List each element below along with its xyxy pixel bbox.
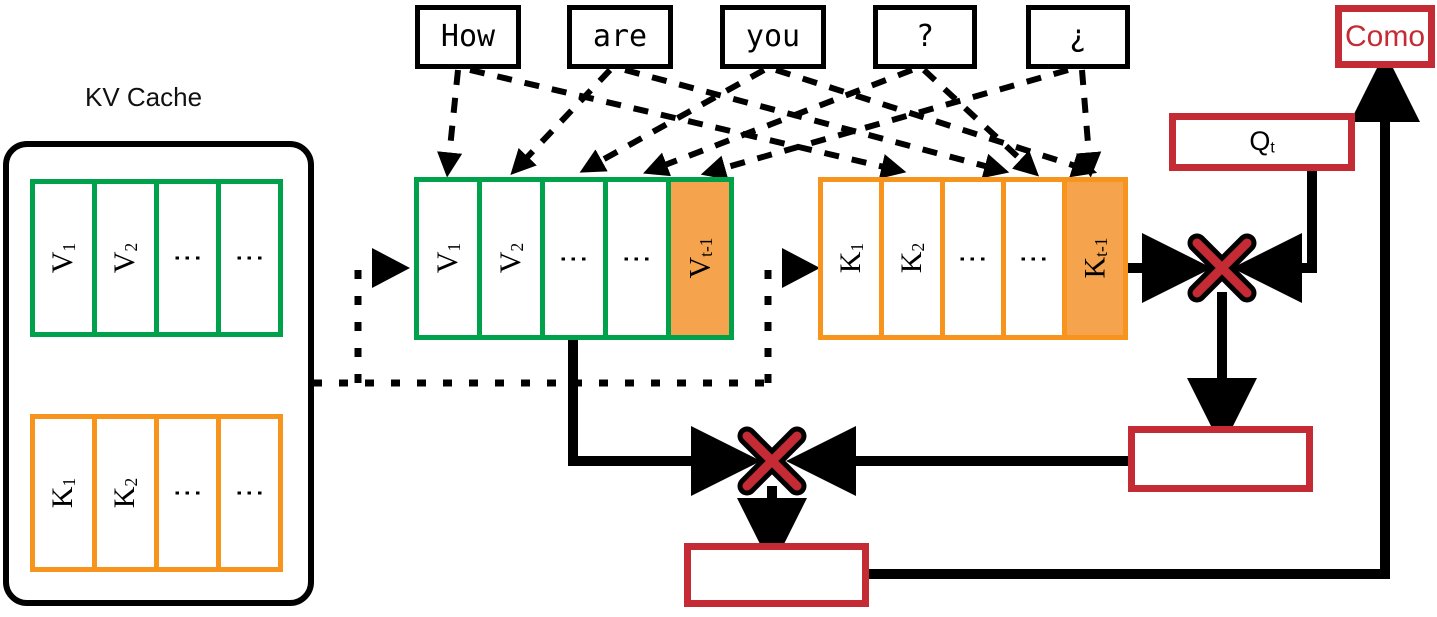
token-label: How (440, 19, 496, 54)
value-array-cell-3[interactable]: ⋮ (545, 182, 608, 335)
value-array-cell-4[interactable]: ⋮ (608, 182, 671, 335)
token-box-are[interactable]: are (567, 5, 673, 69)
value-array: V1 V2 ⋮ ⋮ Vt-1 (414, 177, 734, 340)
cell-label: ⋮ (232, 243, 266, 273)
cell-label: ⋮ (557, 243, 590, 274)
cell-label: ⋮ (232, 478, 266, 508)
key-array-cell-2[interactable]: K2 (884, 182, 945, 335)
kv-cache-value-cell[interactable]: ⋮ (221, 184, 278, 332)
cache-feedback-dotted-path (313, 268, 772, 387)
kv-cache-value-row: V1 V2 ⋮ ⋮ (30, 179, 283, 337)
attention-scores-box[interactable] (1128, 426, 1313, 492)
cell-label: ⋮ (956, 243, 989, 274)
context-vector-box[interactable] (684, 543, 869, 607)
cell-label: Kt-1 (1077, 237, 1111, 279)
query-label: Qt (1249, 126, 1275, 157)
output-token-box[interactable]: Como (1335, 5, 1435, 68)
cell-label: Vt-1 (682, 237, 716, 279)
token-box-you[interactable]: you (720, 5, 826, 69)
cell-label: K2 (108, 477, 142, 509)
key-array-cell-3[interactable]: ⋮ (945, 182, 1006, 335)
kv-cache-value-cell[interactable]: V1 (35, 184, 97, 332)
token-label: ? (915, 19, 935, 54)
cell-label: V2 (108, 242, 142, 274)
token-box-inverted-qmark[interactable]: ¿ (1026, 5, 1130, 69)
cell-label: V2 (493, 243, 527, 274)
query-box[interactable]: Qt (1169, 113, 1355, 171)
cell-label: V1 (430, 243, 464, 274)
cache-feedback-arrowheads (372, 248, 820, 288)
arrowhead-into-k-array (782, 248, 820, 288)
cell-label: ⋮ (620, 243, 653, 274)
value-array-cell-2[interactable]: V2 (482, 182, 545, 335)
output-token-label: Como (1344, 19, 1426, 53)
kv-cache-key-row: K1 K2 ⋮ ⋮ (30, 414, 283, 572)
cell-label: K1 (46, 477, 80, 509)
av-multiply-node (737, 426, 807, 496)
token-label: are (592, 19, 648, 54)
cell-label: ⋮ (170, 243, 204, 273)
kv-cache-title: KV Cache (85, 82, 203, 112)
cell-label: V1 (46, 242, 80, 274)
q-to-qk-multiply (1232, 171, 1317, 303)
kv-cache-key-cell[interactable]: ⋮ (221, 419, 278, 567)
token-label: you (745, 19, 801, 54)
v-to-av-multiply (568, 340, 761, 496)
cell-label: K1 (833, 243, 867, 274)
kv-cache-value-cell[interactable]: V2 (97, 184, 159, 332)
cell-label: ⋮ (170, 478, 204, 508)
arrowhead-into-v-array (372, 248, 410, 288)
cell-label: ⋮ (1017, 243, 1050, 274)
qk-multiply-node (1187, 233, 1257, 303)
kv-cache-key-cell[interactable]: ⋮ (159, 419, 221, 567)
kv-cache-value-cell[interactable]: ⋮ (159, 184, 221, 332)
key-array-cell-4[interactable]: ⋮ (1006, 182, 1067, 335)
value-array-cell-1[interactable]: V1 (419, 182, 482, 335)
key-array: K1 K2 ⋮ ⋮ Kt-1 (818, 177, 1128, 340)
kv-cache-key-cell[interactable]: K1 (35, 419, 97, 567)
token-label: ¿ (1068, 19, 1088, 54)
token-box-qmark[interactable]: ? (873, 5, 977, 69)
token-to-cache-dashed-arrows (437, 67, 1102, 180)
cell-label: K2 (894, 243, 928, 274)
context-to-output (868, 52, 1420, 579)
token-box-how[interactable]: How (415, 5, 521, 69)
kv-cache-key-cell[interactable]: K2 (97, 419, 159, 567)
value-array-cell-current[interactable]: Vt-1 (671, 182, 729, 335)
key-array-cell-1[interactable]: K1 (823, 182, 884, 335)
key-array-cell-current[interactable]: Kt-1 (1067, 182, 1123, 335)
